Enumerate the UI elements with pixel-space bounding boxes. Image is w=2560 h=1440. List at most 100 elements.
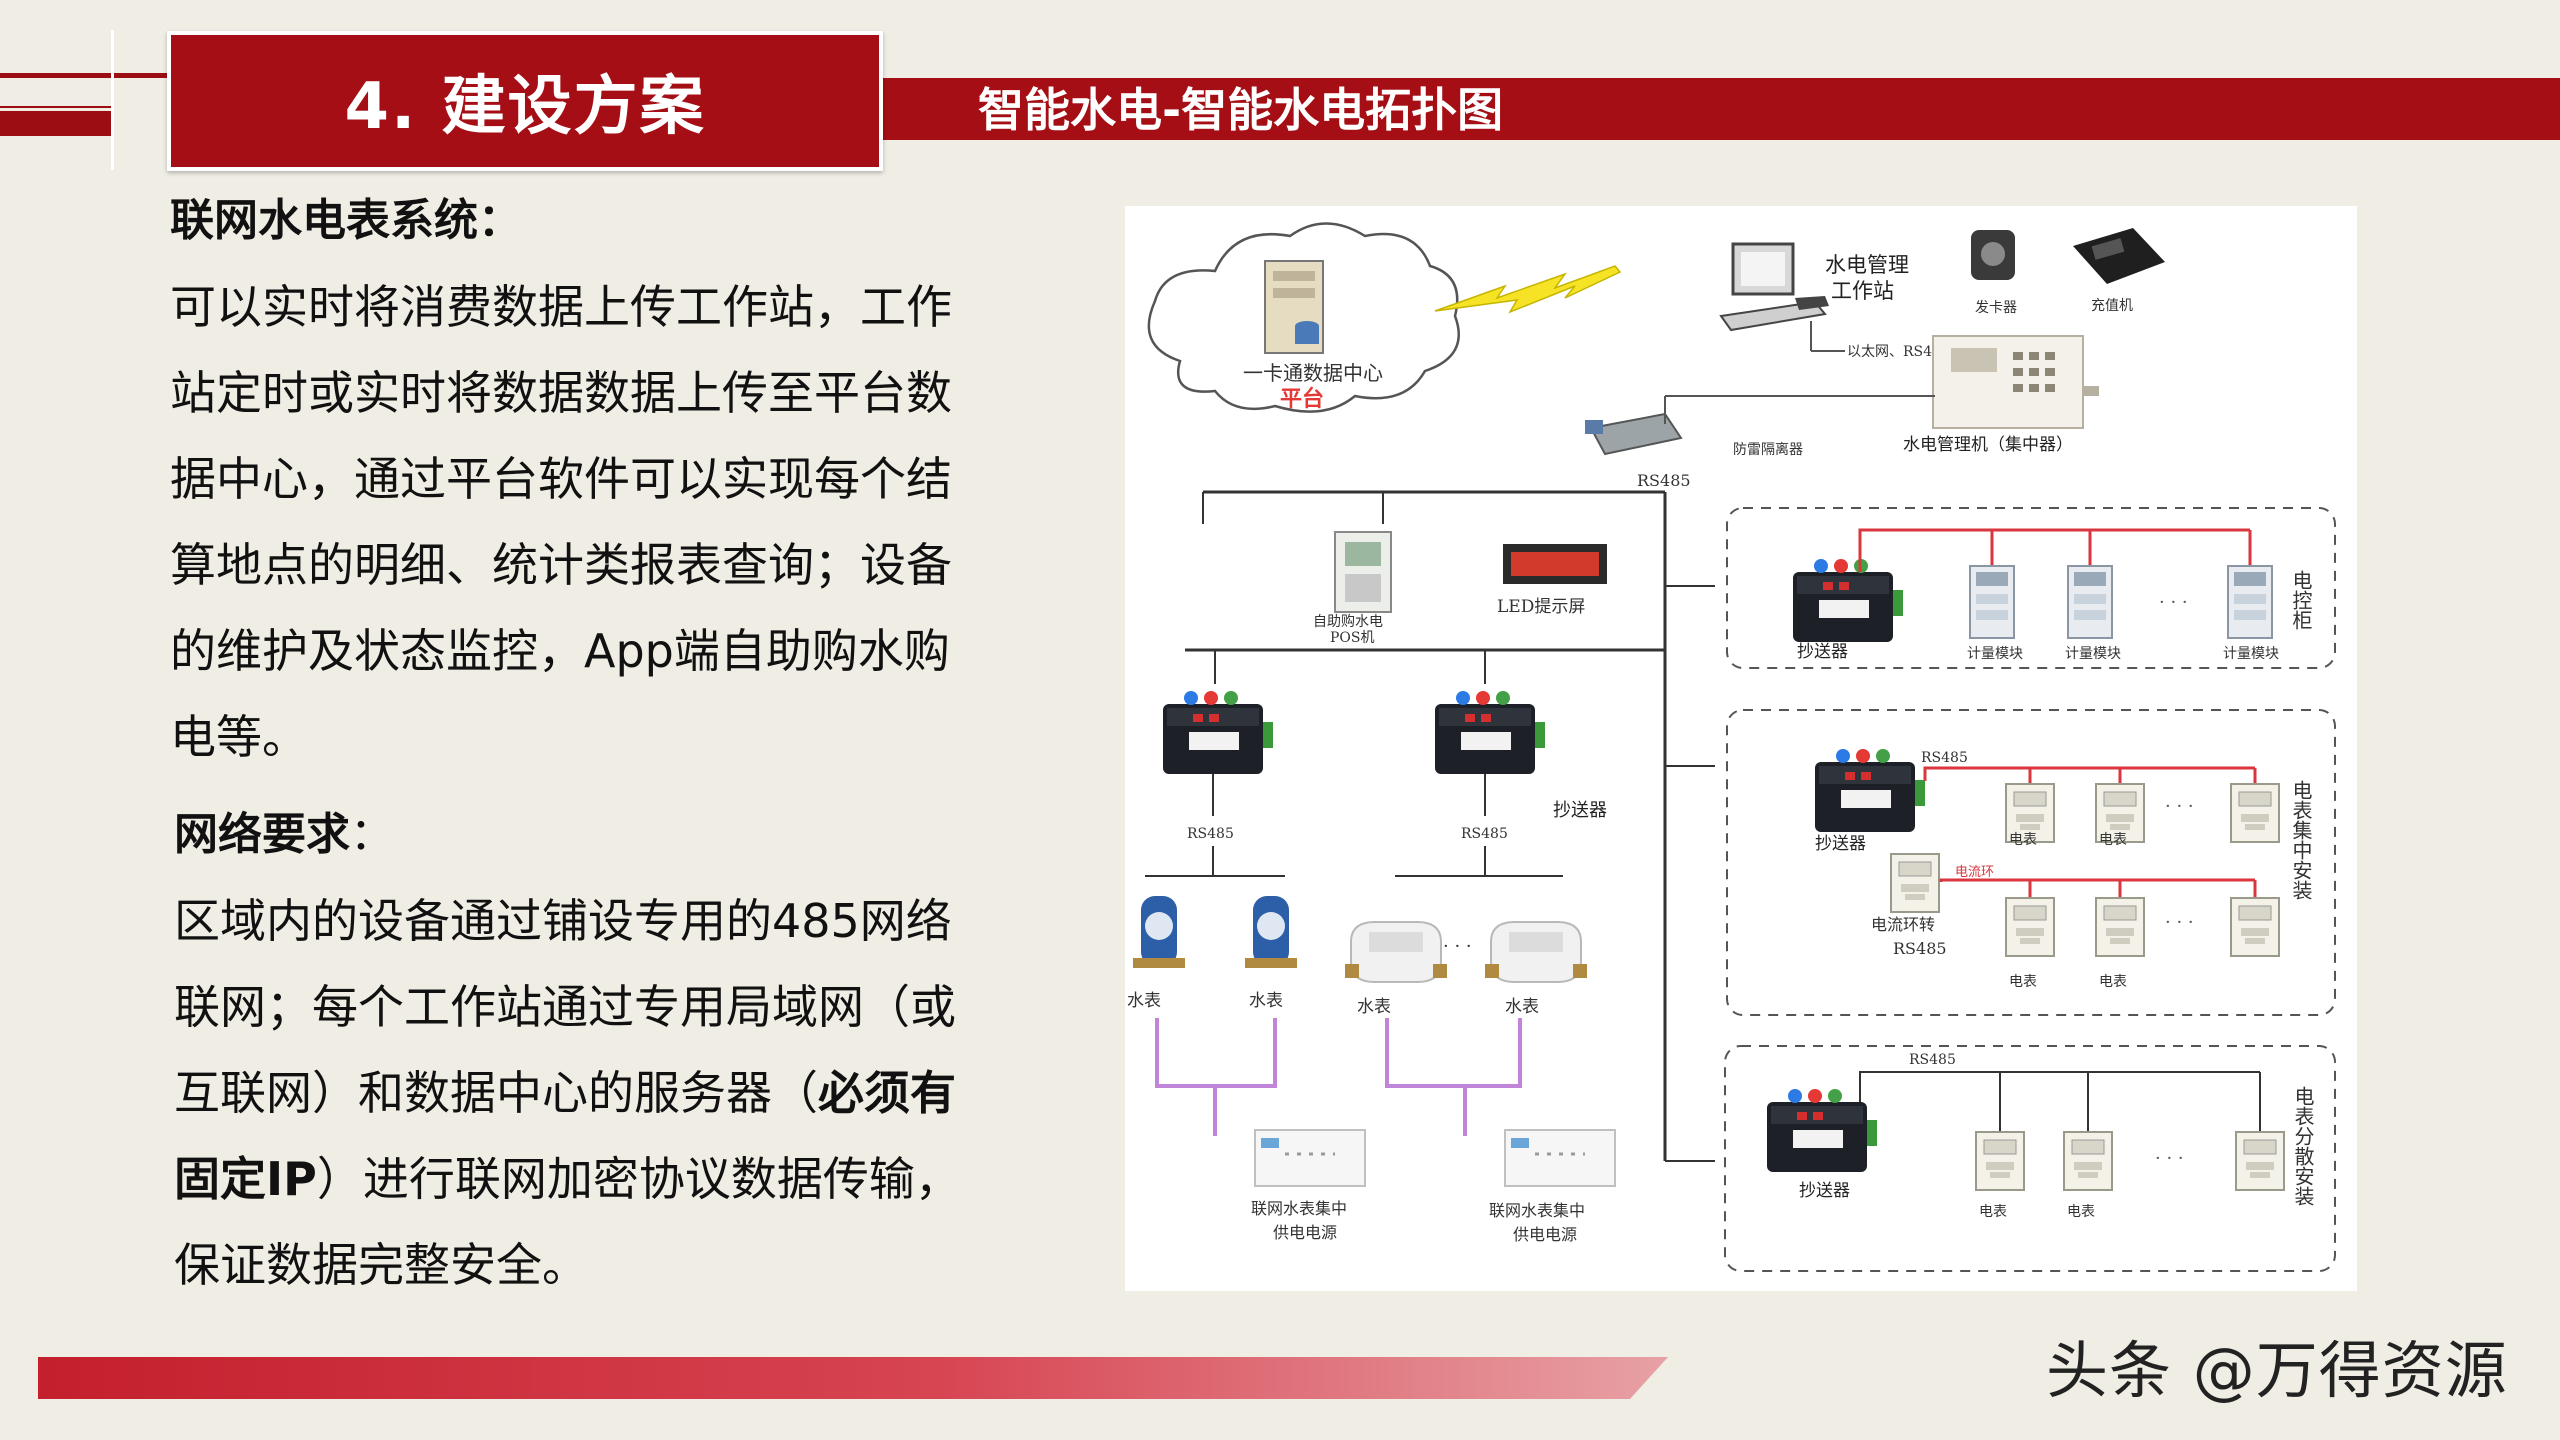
copier-label: 抄送器 (1797, 642, 1848, 662)
cloud-label: 一卡通数据中心 (1243, 361, 1383, 385)
header-band (880, 78, 2560, 140)
electric-meter-label: 电表 (2099, 974, 2127, 990)
section2-title-colon: ： (350, 809, 394, 860)
section1-line: 算地点的明细、统计类报表查询；设备 (170, 538, 952, 592)
group-distributed (1724, 1045, 2336, 1272)
meter-module-icon (1969, 565, 2015, 639)
title-box: 4. 建设方案 (167, 31, 883, 171)
section2-line: 固定IP）进行联网加密协议数据传输， (174, 1136, 1014, 1222)
header-left-band (0, 106, 112, 136)
power-supply-unit (1253, 1128, 1367, 1188)
isolator-label: 防雷隔离器 (1733, 441, 1803, 458)
copier-label: 抄送器 (1799, 1181, 1850, 1201)
page-title: 4. 建设方案 (344, 70, 706, 144)
copier-device (1815, 749, 1925, 832)
water-meter-label: 水表 (1127, 991, 1161, 1011)
ring-converter-label: 电流环转 (1871, 915, 1935, 934)
water-meter-icon (1344, 921, 1448, 983)
recharger-icon (2073, 228, 2165, 284)
section2-line: 保证数据完整安全。 (174, 1238, 588, 1292)
copier-label: 抄送器 (1553, 800, 1607, 821)
water-electric-controller (1932, 335, 2099, 429)
ethernet-label: 以太网、RS485 (1847, 344, 1950, 360)
electric-meter-label: 电表 (2099, 832, 2127, 848)
section2-line3-bold: 必须有 (818, 1066, 956, 1120)
meter-dots: · · · (2155, 1148, 2184, 1169)
section1-body: 可以实时将消费数据上传工作站，工作 站定时或实时将数据数据上传至平台数 据中心，… (170, 264, 1010, 780)
electric-meter-icon (2235, 1131, 2285, 1191)
cloud-sublabel: 平台 (1280, 386, 1324, 412)
water-meter-icon (1484, 921, 1588, 983)
current-ring-label: 电流环 (1955, 865, 1994, 880)
power-supply-unit (1503, 1128, 1617, 1188)
power-supply-label-2: 供电电源 (1273, 1223, 1337, 1242)
section2-line4-bold: 固定IP (174, 1152, 317, 1206)
section2-line3-text: 互联网）和数据中心的服务器（ (174, 1066, 818, 1120)
header-accent-line (0, 73, 168, 78)
copier-device (1163, 691, 1273, 774)
cloud-data-center (1147, 222, 1460, 413)
electric-meter-icon (2230, 897, 2280, 957)
water-meter-label: 水表 (1357, 997, 1391, 1017)
watermark: 头条 @万得资源 (2046, 1334, 2508, 1407)
header-thin-line (0, 108, 112, 111)
rs485-label: RS485 (1461, 826, 1508, 842)
meter-dots: · · · (2165, 796, 2194, 817)
controller-label: 水电管理机（集中器） (1903, 435, 2073, 455)
electric-meter-icon (2063, 1131, 2113, 1191)
ring-converter-icon (1890, 853, 1940, 913)
module-dots: · · · (2159, 592, 2188, 613)
meter-module-label: 计量模块 (2065, 646, 2121, 662)
section1-line: 的维护及状态监控，App端自助购水购 (170, 624, 950, 678)
section2-line: 联网；每个工作站通过专用局域网（或 (174, 980, 956, 1034)
topology-svg: 一卡通数据中心 平台 水电管理 工作站 发卡器 充值机 以太网、RS485 (1127, 222, 2336, 1272)
rs485-main-label: RS485 (1637, 471, 1691, 490)
workstation-label: 水电管理 (1825, 253, 1909, 277)
meter-module-label: 计量模块 (2223, 646, 2279, 662)
electric-meter-label: 电表 (2067, 1204, 2095, 1220)
electric-meter-label: 电表 (1979, 1204, 2007, 1220)
water-meter-label: 水表 (1505, 997, 1539, 1017)
group-centralized (1726, 709, 2336, 1016)
power-supply-label-2: 供电电源 (1513, 1225, 1577, 1244)
pos-label-2: POS机 (1330, 630, 1375, 646)
section2-line: 区域内的设备通过铺设专用的485网络 (174, 894, 952, 948)
copier-device (1793, 559, 1903, 642)
rs485-label: RS485 (1909, 1052, 1956, 1068)
water-meter-label: 水表 (1249, 991, 1283, 1011)
rs485-label: RS485 (1921, 750, 1968, 766)
water-meter-icon (1133, 896, 1185, 968)
electric-meter-icon (2005, 897, 2055, 957)
workstation-label-2: 工作站 (1831, 279, 1894, 303)
bottom-accent-bar (38, 1357, 1668, 1399)
section2-title-bold: 网络要求 (174, 809, 350, 860)
wireless-link-icon (1434, 265, 1622, 314)
copier-label: 抄送器 (1815, 834, 1866, 854)
header-divider (111, 30, 114, 170)
card-issuer-label: 发卡器 (1975, 300, 2017, 316)
page-subtitle: 智能水电-智能水电拓扑图 (978, 83, 1504, 137)
section2-title: 网络要求： (174, 800, 394, 870)
section1-line: 电等。 (170, 710, 308, 764)
electric-meter-icon (2230, 783, 2280, 843)
led-label: LED提示屏 (1497, 597, 1585, 617)
recharger-label: 充值机 (2091, 298, 2133, 314)
pos-terminal (1334, 531, 1392, 613)
section2-body: 区域内的设备通过铺设专用的485网络 联网；每个工作站通过专用局域网（或 互联网… (174, 878, 1014, 1308)
section1-title: 联网水电表系统： (170, 195, 522, 246)
group3-label: 电表分散安装 (2291, 1086, 2315, 1206)
meter-module-icon (2227, 565, 2273, 639)
water-meter-dots: · · · (1443, 936, 1472, 957)
copier-device (1435, 691, 1545, 774)
electric-meter-label: 电表 (2009, 974, 2037, 990)
section1-line: 据中心，通过平台软件可以实现每个结 (170, 452, 952, 506)
isolator-device (1585, 412, 1683, 456)
meter-module-icon (2067, 565, 2113, 639)
meter-module-label: 计量模块 (1967, 646, 2023, 662)
electric-meter-label: 电表 (2009, 832, 2037, 848)
group2-label: 电表集中安装 (2289, 780, 2313, 900)
power-supply-label: 联网水表集中 (1251, 1199, 1347, 1218)
group-control-cabinet (1726, 507, 2336, 669)
pos-label: 自助购水电 (1313, 614, 1383, 630)
workstation-computer (1719, 242, 1829, 332)
